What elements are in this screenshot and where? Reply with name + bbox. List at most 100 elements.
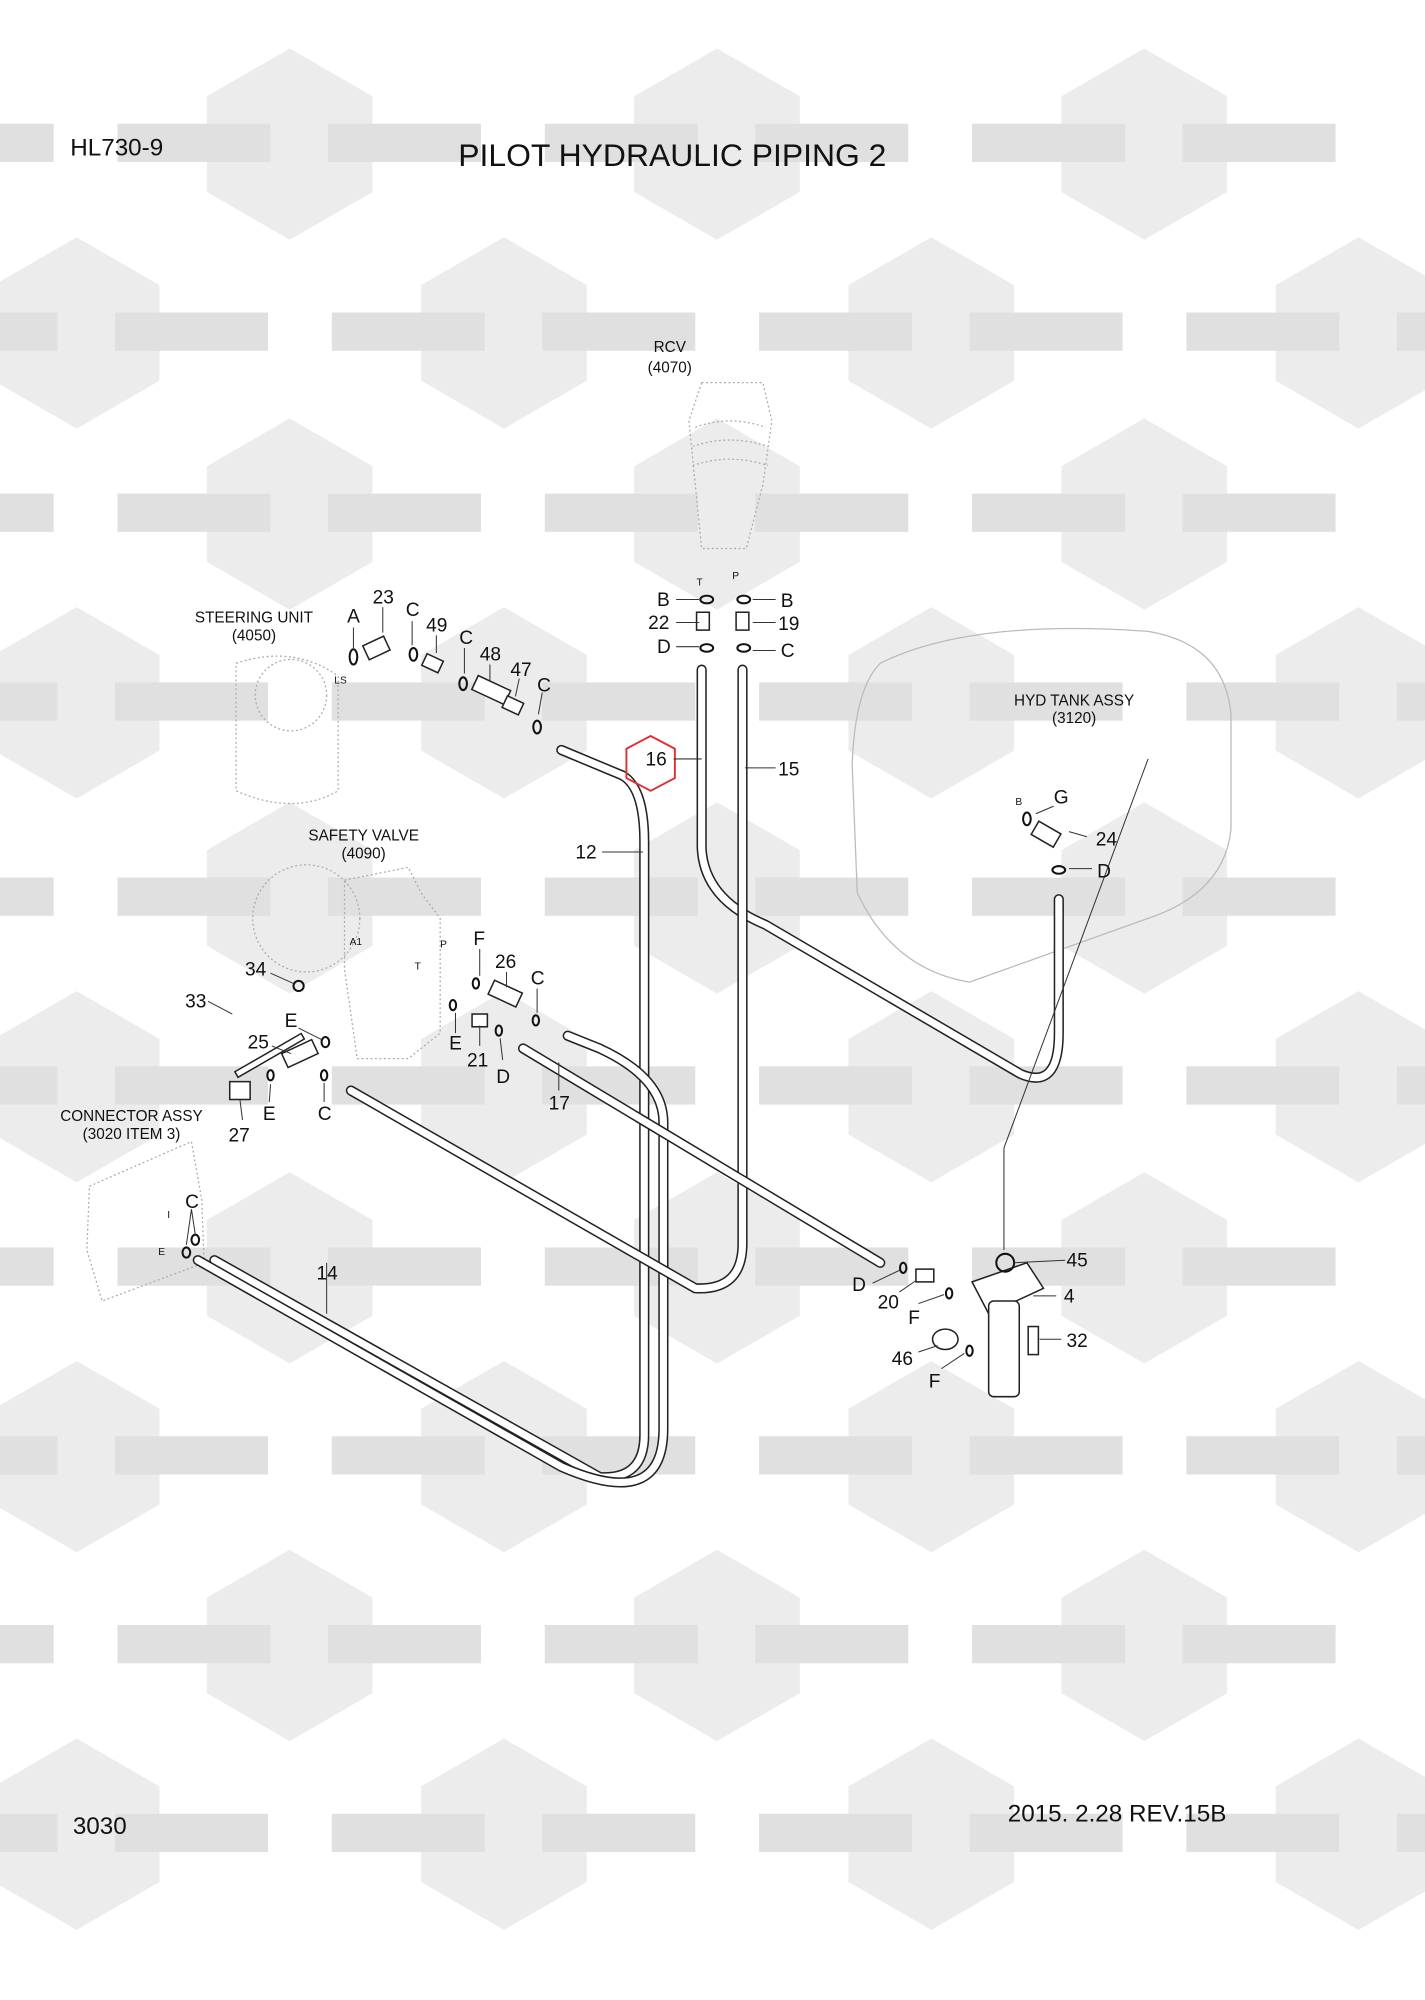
callout[interactable]: B [781, 591, 794, 612]
watermark-bar [331, 1066, 485, 1105]
watermark-bar [1396, 312, 1425, 351]
steering-unit-label: STEERING UNIT [195, 609, 313, 626]
callout[interactable]: 45 [1066, 1251, 1087, 1272]
callout[interactable]: 27 [228, 1126, 249, 1147]
hose-16 [696, 664, 1064, 1083]
watermark-bar [327, 1625, 481, 1664]
watermark-bar [1182, 123, 1336, 162]
watermark-bar [1396, 1066, 1425, 1105]
watermark-hexagon [206, 1172, 373, 1364]
callout[interactable]: C [531, 969, 545, 990]
callout[interactable]: 33 [185, 992, 206, 1013]
watermark-hexagon [1061, 48, 1228, 240]
port-labels: T P LS B A1 P T I E [158, 571, 1022, 1258]
callout[interactable]: 20 [878, 1293, 899, 1314]
callout[interactable]: 4 [1064, 1286, 1075, 1307]
watermark-bar [1186, 682, 1340, 721]
callout[interactable]: C [459, 628, 473, 649]
callout[interactable]: 46 [892, 1349, 913, 1370]
watermark-bar [972, 877, 1126, 916]
callout[interactable]: D [657, 637, 671, 658]
callout[interactable]: 26 [495, 952, 516, 973]
watermark-bar [1186, 1813, 1340, 1853]
watermark-bar [117, 877, 271, 916]
watermark-bar [969, 1813, 1123, 1853]
callout[interactable]: 34 [245, 960, 267, 981]
callout[interactable]: 22 [648, 613, 669, 634]
watermark-hexagon [0, 237, 160, 429]
port-label: T [697, 577, 703, 588]
callout[interactable]: 47 [510, 660, 531, 681]
watermark-hexagon [0, 1360, 160, 1553]
callout[interactable]: 32 [1066, 1331, 1087, 1352]
callout[interactable]: 17 [549, 1094, 570, 1115]
watermark-hexagon [1275, 607, 1425, 799]
callout[interactable]: B [657, 590, 670, 611]
watermark-bar [331, 1813, 485, 1853]
watermark-hexagon [1061, 802, 1228, 994]
watermark-bar [117, 1625, 271, 1664]
callout[interactable]: A [347, 606, 360, 627]
callout[interactable]: D [1097, 862, 1111, 883]
watermark-bar [0, 1813, 58, 1853]
callout[interactable]: C [406, 600, 420, 621]
callout[interactable]: E [285, 1011, 298, 1032]
callout[interactable]: 21 [467, 1050, 488, 1071]
watermark-bar [331, 312, 485, 351]
watermark-bar [1182, 1625, 1336, 1664]
watermark-bar [114, 1813, 268, 1853]
watermark-hexagon [0, 607, 160, 799]
hose-17 [517, 1043, 886, 1268]
callout[interactable]: F [473, 929, 485, 950]
component-labels: RCV (4070) STEERING UNIT (4050) HYD TANK… [60, 339, 1134, 1143]
callout-highlighted[interactable]: 16 [646, 749, 667, 770]
callout[interactable]: 19 [778, 614, 799, 635]
watermark-bar [0, 1436, 58, 1475]
callout[interactable]: E [263, 1104, 276, 1125]
callout[interactable]: C [318, 1104, 332, 1125]
watermark-bar [759, 312, 913, 351]
watermark-bar [1396, 1436, 1425, 1475]
callout[interactable]: D [496, 1067, 510, 1088]
callout[interactable]: 12 [575, 842, 596, 863]
watermark-hexagon [206, 418, 373, 610]
callout[interactable]: F [929, 1372, 941, 1393]
callout[interactable]: E [449, 1034, 462, 1055]
callout[interactable]: D [852, 1275, 866, 1296]
callout[interactable]: C [185, 1192, 199, 1213]
port-label: P [440, 940, 447, 951]
watermark-bar [544, 123, 698, 162]
callout[interactable]: 48 [480, 645, 501, 666]
callout[interactable]: 24 [1096, 830, 1118, 851]
watermark-bar [544, 877, 698, 916]
watermark-bar [542, 682, 696, 721]
part-callouts: B B 22 19 D C A 23 C 49 C 48 47 C 16 15 … [185, 587, 1117, 1392]
leader-lines [185, 598, 1149, 1370]
safety-valve-label: SAFETY VALVE [308, 828, 419, 845]
callout[interactable]: 14 [316, 1263, 338, 1284]
watermark-bar [331, 1436, 485, 1475]
watermark-bar [755, 1625, 909, 1664]
watermark-bar [1396, 1813, 1425, 1853]
watermark-bar [969, 1436, 1123, 1475]
watermark-bar [0, 1625, 54, 1664]
callout[interactable]: 15 [778, 760, 799, 781]
watermark-hexagon [848, 237, 1015, 429]
watermark-hexagon [848, 607, 1015, 799]
watermark-hexagon [1275, 1360, 1425, 1553]
port-label: I [167, 1210, 170, 1221]
highlight-hexagon[interactable] [625, 734, 676, 792]
callout[interactable]: 49 [426, 615, 447, 636]
watermark-hexagon [634, 48, 800, 240]
port-label: P [732, 571, 739, 582]
callout[interactable]: C [781, 641, 795, 662]
callout[interactable]: C [537, 675, 551, 696]
safety-valve-ref: (4090) [342, 845, 386, 862]
hyd-tank-outline [851, 627, 1232, 983]
callout[interactable]: 25 [248, 1032, 269, 1053]
callout[interactable]: F [908, 1308, 920, 1329]
safety-valve-outline [252, 864, 441, 1060]
page-title: PILOT HYDRAULIC PIPING 2 [458, 137, 886, 173]
callout[interactable]: G [1054, 788, 1069, 809]
callout[interactable]: 23 [373, 587, 394, 608]
